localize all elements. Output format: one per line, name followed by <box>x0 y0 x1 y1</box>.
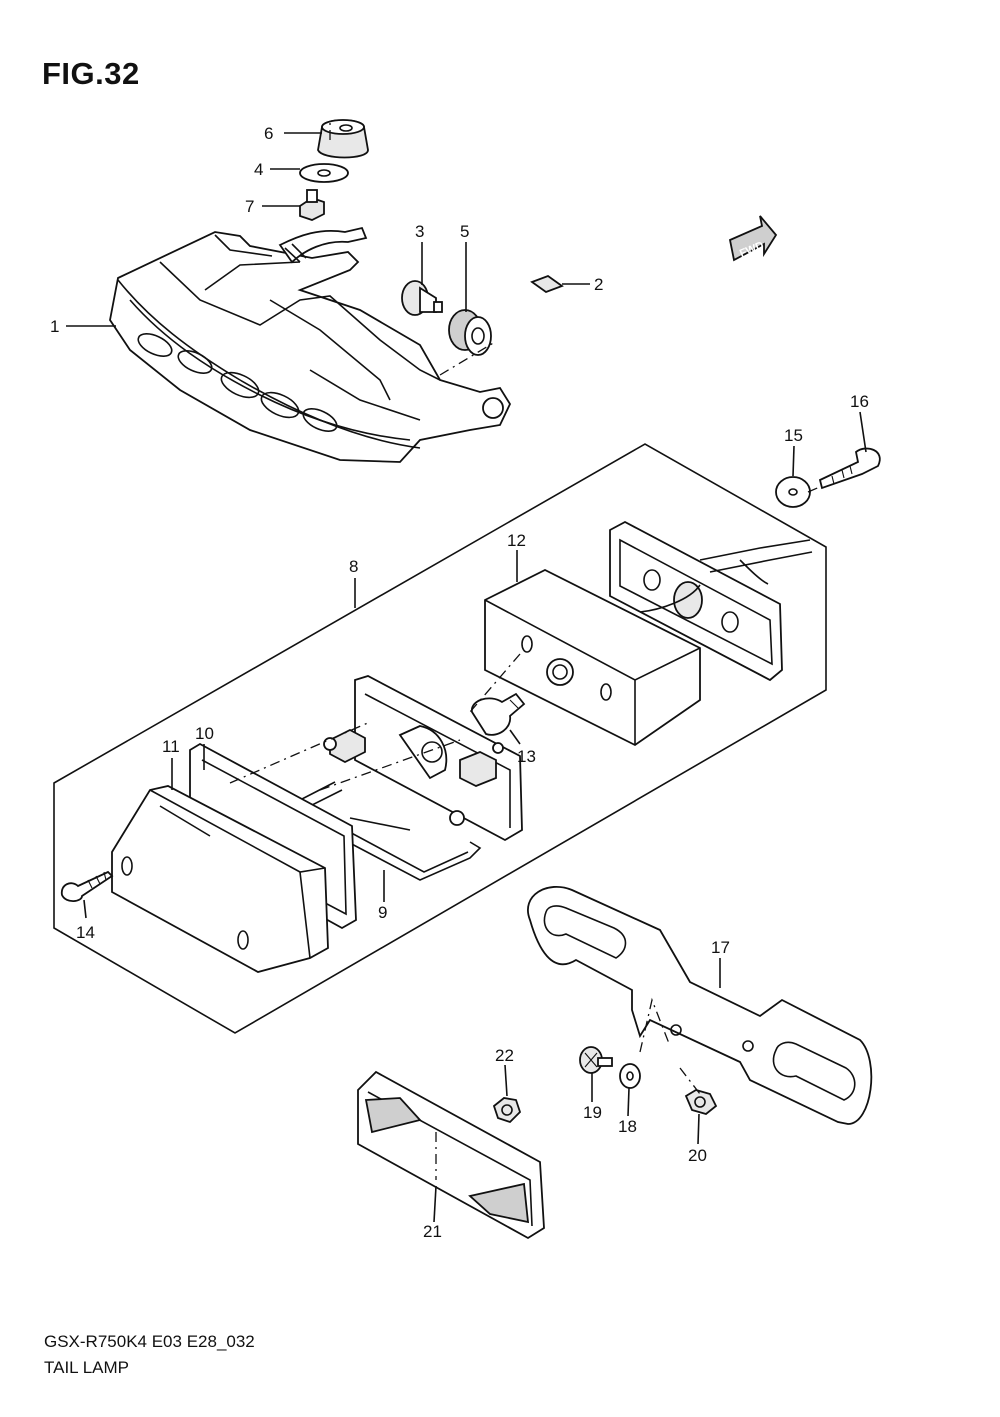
callout-22: 22 <box>495 1046 514 1065</box>
callout-13: 13 <box>517 747 536 766</box>
callout-16: 16 <box>850 392 869 411</box>
bracket-washer <box>619 1063 641 1089</box>
washer <box>299 163 349 183</box>
clip <box>401 280 443 316</box>
callout-15: 15 <box>784 426 803 445</box>
callout-20: 20 <box>688 1146 707 1165</box>
rubber-cushion <box>448 309 492 356</box>
callout-17: 17 <box>711 938 730 957</box>
callout-12: 12 <box>507 531 526 550</box>
callout-5: 5 <box>460 222 469 241</box>
back-gasket <box>609 520 813 682</box>
bolt <box>299 189 325 221</box>
callout-18: 18 <box>618 1117 637 1136</box>
callout-11: 11 <box>162 737 180 756</box>
callout-8: 8 <box>349 557 358 576</box>
screw <box>60 870 114 903</box>
model-code: GSX-R750K4 E03 E28_032 <box>44 1332 255 1351</box>
callout-14: 14 <box>76 923 95 942</box>
callout-2: 2 <box>594 275 603 294</box>
callout-labels: 1 2 3 4 5 6 7 8 9 10 11 12 13 14 15 16 1… <box>50 124 869 1241</box>
callout-21: 21 <box>423 1222 442 1241</box>
bulb <box>471 692 526 736</box>
assembly-outline <box>53 443 827 1034</box>
callout-7: 7 <box>245 197 254 216</box>
lamp-base <box>484 568 701 747</box>
socket-plate <box>323 675 523 842</box>
diagram-name: TAIL LAMP <box>44 1358 130 1377</box>
grommet <box>317 119 369 159</box>
callout-4: 4 <box>254 160 263 179</box>
callout-19: 19 <box>583 1103 602 1122</box>
figure-title: FIG.32 <box>42 56 140 91</box>
callout-6: 6 <box>264 124 273 143</box>
reflector-nut <box>492 1097 522 1124</box>
bracket-bolt <box>579 1046 613 1074</box>
assembly-lines <box>229 120 823 1180</box>
callout-9: 9 <box>378 903 387 922</box>
leader-lines <box>66 132 867 1223</box>
callout-10: 10 <box>195 724 214 743</box>
tail-lens <box>111 785 329 973</box>
callout-1: 1 <box>50 317 59 336</box>
small-pad <box>530 274 564 294</box>
tail-lamp-housing <box>109 226 512 463</box>
tapping-screw <box>818 447 881 490</box>
callout-3: 3 <box>415 222 424 241</box>
license-bracket <box>527 885 873 1125</box>
reflector <box>357 1070 545 1240</box>
washer-large <box>775 476 811 508</box>
bracket-nut <box>684 1089 718 1115</box>
fwd-arrow-icon <box>728 215 778 262</box>
